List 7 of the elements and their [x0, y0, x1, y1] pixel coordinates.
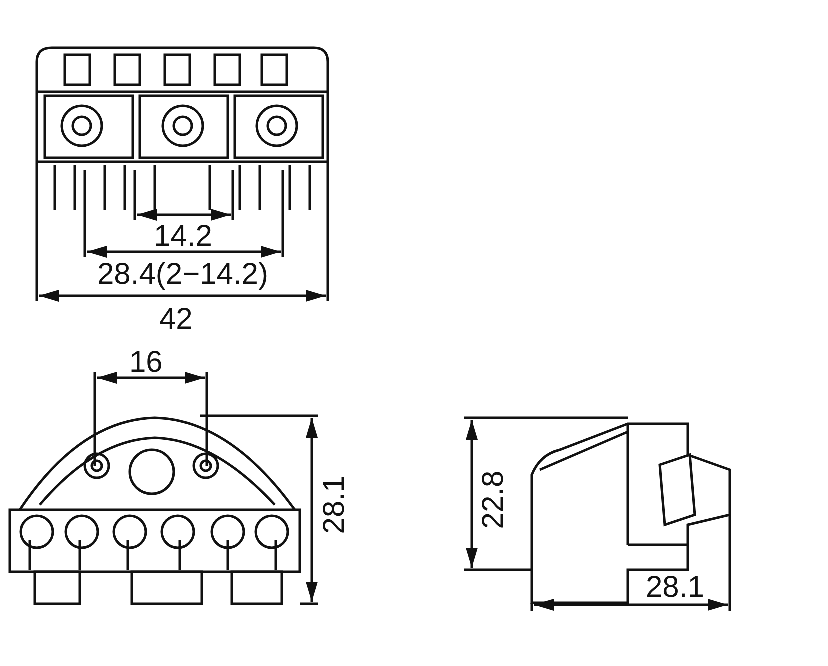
dimension-label: 28.4(2−14.2)	[98, 260, 268, 290]
dimension-label: 28.1	[320, 476, 350, 534]
dimension-label: 16	[130, 348, 163, 378]
dimension-label: 28.1	[646, 573, 704, 603]
dimension-label: 22.8	[479, 470, 510, 530]
dimension-label: 42	[160, 305, 193, 335]
dimension-label: 14.2	[154, 222, 212, 252]
